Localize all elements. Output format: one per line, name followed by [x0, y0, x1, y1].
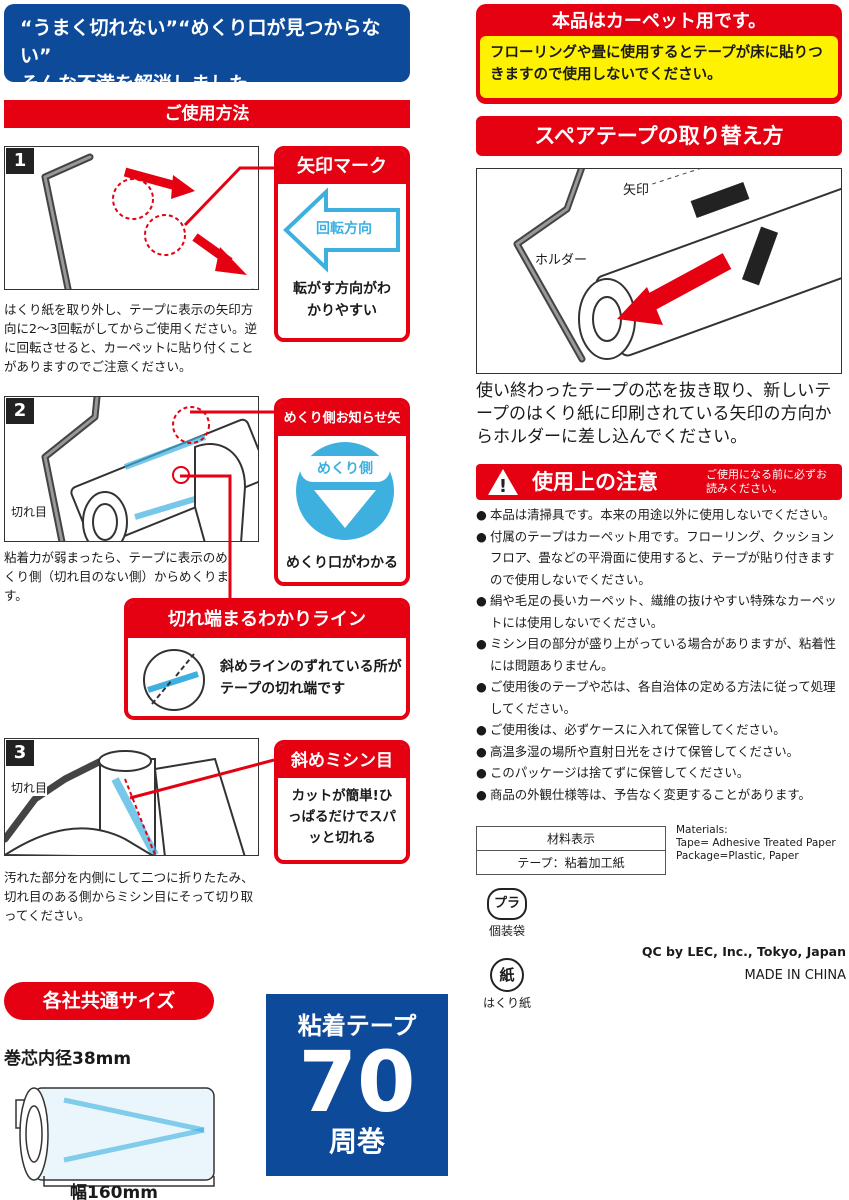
svg-text:!: !: [499, 476, 507, 497]
caution-item: 商品の外観仕様等は、予告なく変更することがあります。: [476, 784, 846, 806]
caution-sub: ご使用になる前に必ずお読みください。: [706, 468, 827, 495]
step2-text: 粘着力が弱まったら、テープに表示のめくり側（切れ目のない側）からめくります。: [4, 550, 230, 603]
rotation-label: 回転方向: [316, 218, 372, 238]
step2-kireme-label: 切れ目: [11, 503, 48, 520]
caution-list: 本品は清掃具です。本来の用途以外に使用しないでください。 付属のテープはカーペッ…: [476, 504, 846, 805]
materials-en: Materials: Tape= Adhesive Treated Paper …: [676, 824, 836, 863]
step3-leader-line: [129, 758, 275, 800]
down-triangle-icon: [314, 490, 376, 528]
arrow-mark-desc: 転がす方向がわかりやすい: [293, 281, 391, 319]
caution-item: 高温多湿の場所や直射日光をさけて保管してください。: [476, 741, 846, 763]
step1-leader-line: [183, 166, 280, 227]
mekuri-circle-area: めくり側: [278, 436, 406, 544]
cut-line-body: 斜めラインのずれている所がテープの切れ端です: [128, 638, 406, 716]
cut-line-title: 切れ端まるわかりライン: [128, 602, 406, 638]
spare-text: 使い終わったテープの芯を抜き取り、新しいテープのはくり紙に印刷されている矢印の方…: [476, 381, 832, 447]
arrow-mark-title: 矢印マーク: [278, 150, 406, 184]
product-name: 粘着テープ: [297, 1012, 417, 1040]
mekuri-title: めくり側お知らせ矢印: [278, 402, 406, 460]
step3-kireme-label: 切れ目: [11, 779, 48, 796]
roller-illustration-1: [41, 153, 258, 289]
rotation-arrow-area: 回転方向: [278, 184, 406, 276]
width-label: 幅160mm: [70, 1183, 158, 1200]
caution-item: このパッケージは捨てずに保管してください。: [476, 762, 846, 784]
cut-line-icon: [143, 649, 205, 711]
mekuri-circle-label: めくり側: [300, 456, 390, 482]
paper-icon: 紙: [490, 958, 524, 992]
materials-en2: Tape= Adhesive Treated Paper: [676, 837, 836, 849]
materials-en3: Package=Plastic, Paper: [676, 850, 799, 862]
product-count: 70: [298, 1033, 416, 1131]
paper-recycle-mark: 紙 はくり紙: [480, 958, 534, 1011]
mekuri-desc: めくり口がわかる: [286, 555, 398, 571]
step1-illustration: [4, 146, 259, 290]
top-banner-line1: “うまく切れない”“めくり口が見つからない”: [20, 17, 381, 67]
mekuri-callout: めくり側お知らせ矢印 めくり側 めくり口がわかる: [274, 398, 410, 586]
caution-item: ご使用後は、必ずケースに入れて保管してください。: [476, 719, 846, 741]
carpet-text: フローリングや畳に使用するとテープが床に貼りつきますので使用しないでください。: [480, 36, 838, 98]
perforation-title: 斜めミシン目: [278, 744, 406, 778]
materials-table: 材料表示 テープ：粘着加工紙: [476, 826, 666, 875]
caution-title: 使用上の注意: [532, 470, 658, 494]
spare-illustration: 矢印 ホルダー: [476, 168, 842, 374]
carpet-warning: 本品はカーペット用です。 フローリングや畳に使用するとテープが床に貼りつきますの…: [476, 4, 842, 104]
product-unit: 周巻: [328, 1125, 385, 1158]
step2-leader-line: [180, 410, 274, 616]
qc-text: QC by LEC, Inc., Tokyo, Japan: [641, 944, 846, 959]
top-banner-line2: そんな不満を解消しました。: [20, 73, 268, 95]
caution-item: 絹や毛足の長いカーペット、繊維の抜けやすい特殊なカーペットには使用しないでくださ…: [476, 590, 846, 633]
product-box: 粘着テープ 70 周巻: [266, 994, 448, 1176]
step1-text: はくり紙を取り外し、テープに表示の矢印方向に2～3回転がしてからご使用ください。…: [4, 302, 258, 374]
spare-title: スペアテープの取り替え方: [476, 116, 842, 156]
materials-en1: Materials:: [676, 824, 728, 836]
roller-illustration-3: [5, 750, 246, 855]
perforation-desc: カットが簡単!ひっぱるだけでスパッと切れる: [288, 788, 396, 846]
step3-number: 3: [6, 740, 34, 766]
spare-roller-illustration: [513, 169, 841, 363]
step2-illustration: 切れ目: [4, 396, 259, 542]
cut-line-desc: 斜めラインのずれている所がテープの切れ端です: [220, 659, 402, 697]
step2-number: 2: [6, 398, 34, 424]
core-size-label: 巻芯内径38mm: [4, 1049, 132, 1069]
materials-row: テープ：粘着加工紙: [476, 850, 666, 875]
pla-label: 個装袋: [488, 924, 525, 938]
warning-icon: !: [488, 469, 518, 497]
caution-item: ミシン目の部分が盛り上がっている場合がありますが、粘着性には問題ありません。: [476, 633, 846, 676]
caution-item: ご使用後のテープや芯は、各自治体の定める方法に従って処理してください。: [476, 676, 846, 719]
tape-roll-illustration: [15, 1087, 215, 1187]
spare-holder-label: ホルダー: [535, 249, 588, 268]
usage-title: ご使用方法: [4, 100, 410, 128]
caution-item: 本品は清掃具です。本来の用途以外に使用しないでください。: [476, 504, 846, 526]
cut-line-callout: 切れ端まるわかりライン 斜めラインのずれている所がテープの切れ端です: [124, 598, 410, 720]
paper-label: はくり紙: [482, 996, 531, 1010]
step1-number: 1: [6, 148, 34, 174]
carpet-title: 本品はカーペット用です。: [551, 11, 767, 32]
materials-header: 材料表示: [476, 826, 666, 851]
caution-item: 付属のテープはカーペット用です。フローリング、クッションフロア、畳などの平滑面に…: [476, 526, 846, 591]
pla-icon: プラ: [487, 888, 527, 920]
mekuri-circle: めくり側: [296, 442, 394, 540]
caution-header: ! 使用上の注意 ご使用になる前に必ずお読みください。: [476, 464, 842, 500]
made-in-text: MADE IN CHINA: [744, 968, 846, 983]
pla-recycle-mark: プラ 個装袋: [480, 888, 534, 939]
size-badge: 各社共通サイズ: [4, 982, 214, 1020]
perforation-callout: 斜めミシン目 カットが簡単!ひっぱるだけでスパッと切れる: [274, 740, 410, 864]
arrow-mark-callout: 矢印マーク 回転方向 転がす方向がわかりやすい: [274, 146, 410, 342]
step3-text: 汚れた部分を内側にして二つに折りたたみ、切れ目のある側からミシン目にそって切り取…: [4, 870, 254, 923]
roller-illustration-2: [41, 397, 258, 541]
top-banner: “うまく切れない”“めくり口が見つからない” そんな不満を解消しました。: [4, 4, 410, 95]
spare-arrow-label: 矢印: [623, 179, 650, 198]
